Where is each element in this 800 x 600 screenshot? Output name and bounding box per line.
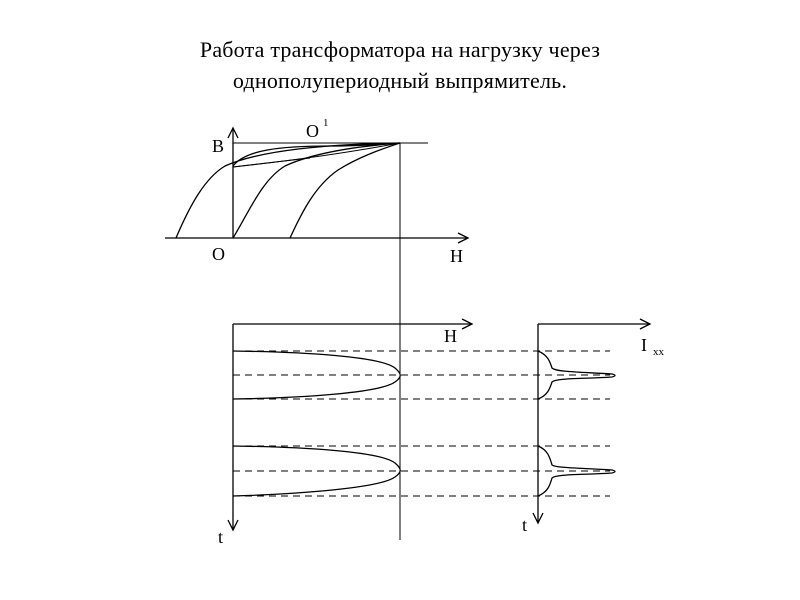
t-axis-left-arrow [227,519,239,532]
hysteresis-curve-inner [289,142,401,239]
slide-title: Работа трансформатора на нагрузку через … [0,34,800,96]
b-axis-label: B [212,136,224,156]
hysteresis-curve-outer [175,142,401,239]
current-axis-subscript: xx [653,346,665,358]
hysteresis-curve-upper [232,142,401,167]
bh-graph: B O 1 O H [165,117,470,266]
current-axis-arrow [639,318,652,330]
origin-label: O [212,244,225,264]
h-axis-mid-arrow [461,318,474,330]
t-axis-left-label: t [218,527,223,547]
h-axis-top-label: H [450,246,463,266]
current-spike-1 [537,350,616,400]
b-axis-arrow [227,126,239,139]
h-time-graph: H t [218,318,610,547]
t-axis-right-arrow [532,512,544,525]
h-axis-arrow [457,232,470,244]
o-prime-superscript: 1 [323,117,329,129]
t-axis-right-label: t [522,515,527,535]
h-pulse-2 [232,445,401,497]
current-time-graph: I xx t [522,318,665,535]
h-axis-mid-label: H [444,326,457,346]
hysteresis-curve-middle [232,142,401,239]
title-line-1: Работа трансформатора на нагрузку через [199,37,601,62]
current-axis-label: I [641,335,647,355]
h-pulse-1 [232,350,401,400]
minor-loop [232,142,401,168]
title-line-2: однополупериодный выпрямитель. [232,68,568,93]
current-spike-2 [537,445,616,497]
o-prime-label: O [306,121,319,141]
